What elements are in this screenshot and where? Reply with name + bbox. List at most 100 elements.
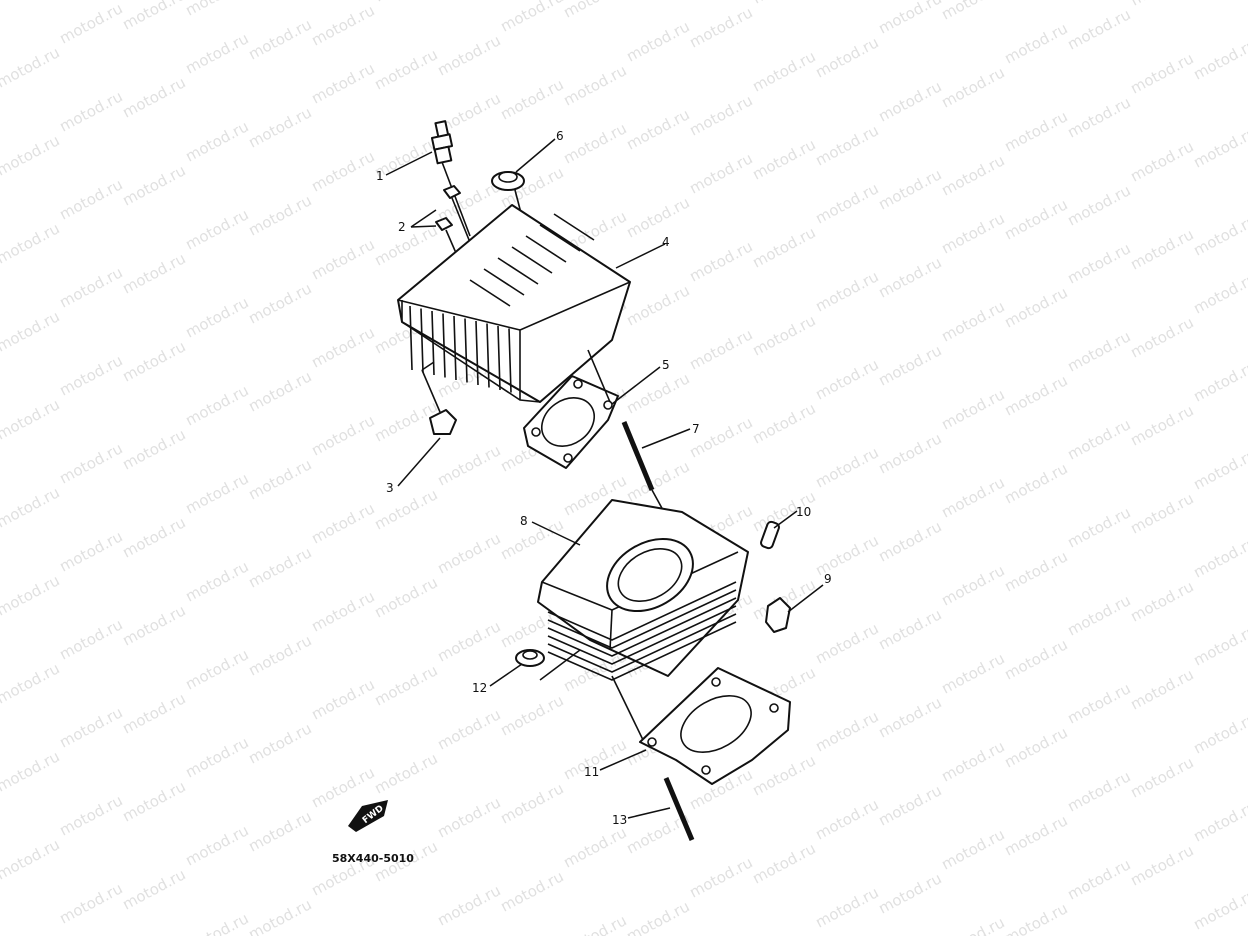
watermark-text: motod.ru [371, 0, 440, 6]
watermark-text: motod.ru [1190, 797, 1248, 845]
watermark-text: motod.ru [560, 823, 629, 871]
watermark-text: motod.ru [812, 121, 881, 169]
watermark-text: motod.ru [0, 835, 63, 883]
watermark-text: motod.ru [434, 881, 503, 929]
watermark-text: motod.ru [1064, 855, 1133, 903]
watermark-text: motod.ru [560, 911, 629, 936]
watermark-text: motod.ru [245, 103, 314, 151]
watermark-text: motod.ru [560, 119, 629, 167]
watermark-text: motod.ru [1190, 445, 1248, 493]
part-3-damper [421, 369, 457, 435]
watermark-text: motod.ru [1127, 577, 1196, 625]
watermark-text: motod.ru [182, 29, 251, 77]
watermark-text: motod.ru [308, 147, 377, 195]
callout-7: 7 [692, 422, 700, 436]
watermark-text: motod.ru [308, 499, 377, 547]
watermark-text: motod.ru [182, 469, 251, 517]
watermark-text: motod.ru [938, 825, 1007, 873]
watermark-text: motod.ru [56, 87, 125, 135]
watermark-text: motod.ru [812, 443, 881, 491]
watermark-text: motod.ru [938, 473, 1007, 521]
watermark-text: motod.ru [119, 777, 188, 825]
watermark-text: motod.ru [308, 1, 377, 49]
watermark-text: motod.ru [497, 0, 566, 36]
watermark-text: motod.ru [812, 795, 881, 843]
watermark-text: motod.ru [875, 517, 944, 565]
watermark-text: motod.ru [749, 751, 818, 799]
watermark-text: motod.ru [749, 839, 818, 887]
watermark-text: motod.ru [56, 615, 125, 663]
watermark-text: motod.ru [308, 59, 377, 107]
watermark-text: motod.ru [1001, 811, 1070, 859]
part-11-base-gasket [639, 667, 791, 785]
watermark-text: motod.ru [1190, 885, 1248, 933]
watermark-text: motod.ru [875, 77, 944, 125]
watermark-text: motod.ru [1190, 357, 1248, 405]
watermark-text: motod.ru [1064, 5, 1133, 53]
watermark-text: motod.ru [560, 61, 629, 109]
watermark-text: motod.ru [1064, 239, 1133, 287]
callout-12: 12 [472, 681, 487, 695]
watermark-text: motod.ru [182, 821, 251, 869]
watermark-text: motod.ru [308, 763, 377, 811]
watermark-text: motod.ru [749, 223, 818, 271]
watermark-text: motod.ru [119, 865, 188, 913]
watermark-text: motod.ru [875, 0, 944, 38]
watermark-text: motod.ru [623, 457, 692, 505]
watermark-text: motod.ru [938, 913, 1007, 936]
watermark-text: motod.ru [245, 279, 314, 327]
watermark-text: motod.ru [1190, 621, 1248, 669]
watermark-text: motod.ru [245, 543, 314, 591]
watermark-text: motod.ru [56, 351, 125, 399]
watermark-text: motod.ru [119, 689, 188, 737]
callout-2: 2 [398, 220, 406, 234]
watermark-text: motod.ru [119, 249, 188, 297]
watermark-text: motod.ru [434, 705, 503, 753]
watermark-text: motod.ru [812, 883, 881, 931]
callout-4: 4 [662, 235, 670, 249]
diagram-part-code: 58X440-5010 [332, 852, 414, 865]
watermark-text: motod.ru [1001, 283, 1070, 331]
watermark-text: motod.ru [371, 45, 440, 93]
watermark-text: motod.ru [119, 425, 188, 473]
watermark-text: motod.ru [1127, 313, 1196, 361]
callout-8: 8 [520, 514, 528, 528]
watermark-text: motod.ru [1001, 723, 1070, 771]
watermark-text: motod.ru [1064, 93, 1133, 141]
watermark-text: motod.ru [0, 571, 63, 619]
watermark-text: motod.ru [1127, 49, 1196, 97]
watermark-text: motod.ru [434, 441, 503, 489]
watermark-text: motod.ru [1001, 899, 1070, 936]
watermark-text: motod.ru [119, 337, 188, 385]
watermark-text: motod.ru [1127, 753, 1196, 801]
watermark-text: motod.ru [0, 219, 63, 267]
watermark-text: motod.ru [686, 853, 755, 901]
watermark-text: motod.ru [686, 91, 755, 139]
watermark-text: motod.ru [371, 221, 440, 269]
watermark-text: motod.ru [0, 131, 63, 179]
watermark-text: motod.ru [0, 0, 63, 4]
watermark-text: motod.ru [938, 151, 1007, 199]
part-12-cap [515, 649, 645, 743]
watermark-text: motod.ru [1127, 401, 1196, 449]
watermark-text: motod.ru [371, 749, 440, 797]
watermark-text: motod.ru [56, 527, 125, 575]
watermark-text: motod.ru [182, 645, 251, 693]
watermark-text: motod.ru [0, 43, 63, 91]
watermark-text: motod.ru [686, 149, 755, 197]
watermark-text: motod.ru [686, 325, 755, 373]
watermark-text: motod.ru [497, 691, 566, 739]
watermark-text: motod.ru [1001, 371, 1070, 419]
watermark-text: motod.ru [1001, 547, 1070, 595]
watermark-text: motod.ru [812, 619, 881, 667]
watermark-text: motod.ru [1127, 225, 1196, 273]
watermark-text: motod.ru [371, 485, 440, 533]
watermark-text: motod.ru [938, 63, 1007, 111]
watermark-text: motod.ru [623, 897, 692, 936]
watermark-text: motod.ru [1190, 709, 1248, 757]
watermark-text: motod.ru [182, 557, 251, 605]
part-4-cylinder-head [397, 204, 631, 403]
watermark-text: motod.ru [182, 733, 251, 781]
watermark-text: motod.ru [1190, 533, 1248, 581]
